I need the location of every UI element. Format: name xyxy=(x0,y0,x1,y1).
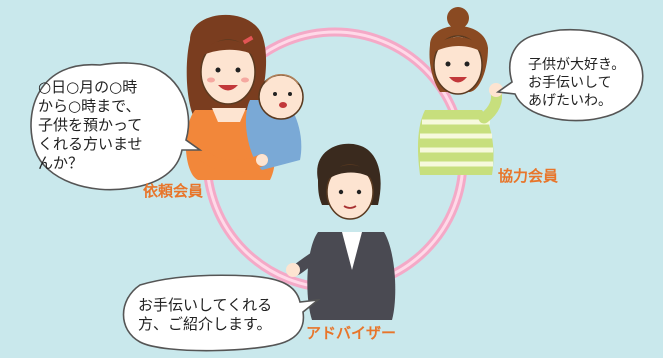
helper-speech-text: 子供が大好き。 お手伝いして あげたいわ。 xyxy=(528,57,626,109)
helper-role-label: 協力会員 xyxy=(498,167,559,185)
requester-speech-text: ○日○月の○時 から○時まで、 子供を預かって くれる方いませ んか？ xyxy=(38,78,143,172)
helper-illustration xyxy=(417,7,503,175)
advisor-role-label: アドバイザー xyxy=(306,324,397,342)
requester-speech-bubble xyxy=(30,62,203,191)
requester-role-label: 依頼会員 xyxy=(143,182,204,200)
advisor-speech-bubble xyxy=(122,274,321,352)
advisor-illustration xyxy=(286,143,396,320)
requester-illustration xyxy=(185,14,304,180)
advisor-speech-text: お手伝いしてくれる 方、ご紹介します。 xyxy=(138,296,273,333)
helper-speech-bubble xyxy=(495,28,644,122)
